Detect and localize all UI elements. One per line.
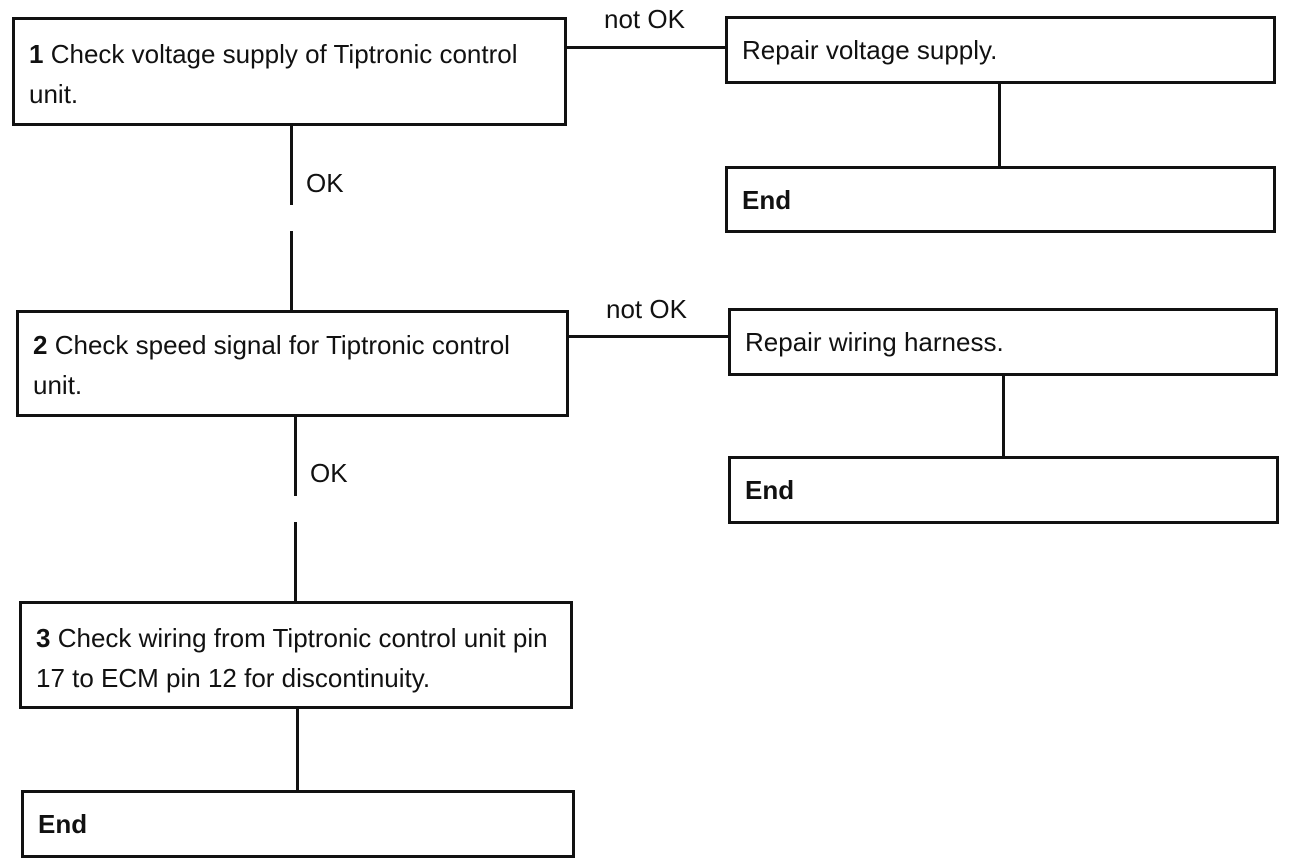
step-3-box: 3 Check wiring from Tiptronic control un… [19, 601, 573, 709]
step-2-text: Check speed signal for Tiptronic control… [33, 330, 510, 400]
connector-step2-step3-lower [294, 522, 297, 601]
connector-step1-step2-lower [290, 231, 293, 310]
connector-step1-repair1 [567, 46, 725, 49]
label-ok-2: OK [310, 458, 348, 488]
end-box-right-1: End [725, 166, 1276, 233]
connector-repair2-end [1002, 376, 1005, 456]
repair-voltage-supply-box: Repair voltage supply. [725, 16, 1276, 84]
step-1-number: 1 [29, 39, 44, 69]
step-2-number: 2 [33, 330, 48, 360]
connector-step2-step3-upper [294, 417, 297, 496]
step-1-text: Check voltage supply of Tiptronic contro… [29, 39, 518, 109]
step-1-box: 1 Check voltage supply of Tiptronic cont… [12, 17, 567, 126]
step-2-box: 2 Check speed signal for Tiptronic contr… [16, 310, 569, 417]
end-box-right-2: End [728, 456, 1279, 524]
repair-voltage-supply-text: Repair voltage supply. [742, 35, 998, 65]
end-bottom-text: End [38, 809, 88, 839]
end-right-2-text: End [745, 475, 795, 505]
step-3-number: 3 [36, 623, 51, 653]
label-not-ok-2: not OK [606, 294, 687, 324]
connector-repair1-end [998, 84, 1001, 166]
connector-step3-end [296, 709, 299, 790]
label-ok-1: OK [306, 168, 344, 198]
connector-step2-repair2 [569, 335, 728, 338]
step-3-text: Check wiring from Tiptronic control unit… [36, 623, 548, 693]
end-box-bottom: End [21, 790, 575, 858]
repair-wiring-harness-text: Repair wiring harness. [745, 327, 1004, 357]
end-right-1-text: End [742, 184, 792, 215]
connector-step1-step2-upper [290, 126, 293, 205]
repair-wiring-harness-box: Repair wiring harness. [728, 308, 1278, 376]
label-not-ok-1: not OK [604, 4, 685, 34]
